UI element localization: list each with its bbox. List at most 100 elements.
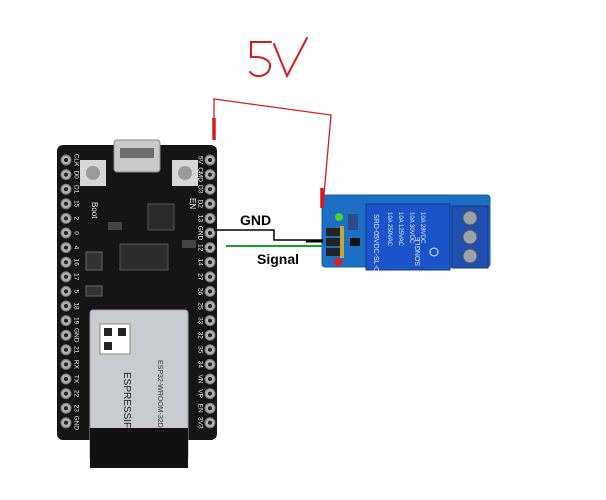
left-pin-label: GND <box>72 416 79 431</box>
usb-uart-chip <box>147 203 175 231</box>
left-pin-label: 2 <box>72 217 79 221</box>
left-pin-label: 22 <box>72 390 79 398</box>
left-pin-label: 17 <box>72 273 79 281</box>
right-pin <box>204 212 216 224</box>
right-pin <box>204 242 216 254</box>
right-pin <box>204 329 216 341</box>
relay-rating-text: 10A 250VAC <box>386 212 392 247</box>
left-pin <box>60 285 72 297</box>
left-pin-label: 5 <box>72 290 79 294</box>
right-pin-label: 27 <box>196 273 203 281</box>
en-button-label: EN <box>188 198 197 209</box>
right-pin <box>204 300 216 312</box>
left-pin-label: D1 <box>72 185 79 194</box>
left-pin-label: 4 <box>72 246 79 250</box>
boot-button-label: Boot <box>90 202 99 219</box>
boot-button <box>80 160 106 186</box>
label-gnd: GND <box>240 212 272 228</box>
right-pin-label: 14 <box>196 259 203 267</box>
left-pin <box>60 198 72 210</box>
relay-terminal-block <box>451 205 489 269</box>
right-pin <box>204 373 216 385</box>
regulator-chip <box>119 243 169 271</box>
right-pin-label: EN <box>196 404 203 413</box>
label-5v <box>249 37 308 79</box>
right-pin-label: 3V3 <box>196 417 203 429</box>
right-pin <box>204 417 216 429</box>
right-pin-label: D3 <box>196 185 203 194</box>
relay-module: SRD-05VDC-SL-C SONGLE 10A 250VAC 10A 125V… <box>321 194 491 272</box>
right-pin <box>204 285 216 297</box>
left-pin <box>60 212 72 224</box>
left-pin <box>60 183 72 195</box>
module-antenna <box>90 428 188 468</box>
left-pin-label: GND <box>72 328 79 343</box>
relay-rating-text: 10A 30VDC <box>408 212 414 244</box>
left-pin-label: 23 <box>72 405 79 413</box>
left-pin-label: 16 <box>72 259 79 267</box>
right-pin-label: 34 <box>196 361 203 369</box>
right-pin-label: VP <box>196 389 203 398</box>
relay-ratings: 10A 250VAC 10A 125VAC 10A 30VDC 10A 28VDC <box>386 212 425 247</box>
left-pin <box>60 300 72 312</box>
left-pin-label: TX <box>72 375 79 384</box>
right-pin-label: CMD <box>196 167 203 182</box>
right-pin-label: 32 <box>196 332 203 340</box>
left-pin <box>60 329 72 341</box>
right-pin-label: 13 <box>196 215 203 223</box>
left-pin <box>60 373 72 385</box>
right-pin-label: 33 <box>196 317 203 325</box>
wire-gnd <box>214 229 323 241</box>
esp32-board: Boot EN ESP32-WROOM-32D ESPRESSIF CLK D0D… <box>57 139 217 468</box>
relay-brand-text: SONGLE <box>415 236 422 266</box>
left-pin <box>60 271 72 283</box>
right-pin <box>204 256 216 268</box>
right-pin <box>204 344 216 356</box>
relay-led-red <box>334 258 342 266</box>
wire-5v <box>213 98 332 207</box>
left-pin <box>60 315 72 327</box>
right-pin-label: 5V <box>196 156 203 165</box>
right-pin <box>204 227 216 239</box>
left-pin-label: 15 <box>72 200 79 208</box>
left-pin <box>60 242 72 254</box>
left-pin <box>60 169 72 181</box>
relay-rating-text: 10A 125VAC <box>397 212 403 247</box>
right-pin <box>204 315 216 327</box>
module-brand-text: ESPRESSIF <box>121 372 132 428</box>
right-pin-label: 12 <box>196 244 203 252</box>
relay-header-pins <box>326 226 344 258</box>
relay-rating-text: 10A 28VDC <box>419 212 425 244</box>
left-pin <box>60 402 72 414</box>
right-pin-label: GND <box>196 226 203 241</box>
relay-led-green <box>335 213 343 221</box>
right-pin-label: 26 <box>196 288 203 296</box>
right-pin-label: D2 <box>196 200 203 209</box>
left-pin-label: 21 <box>72 346 79 354</box>
left-pin-label: 0 <box>72 231 79 235</box>
label-5v-text: 5V <box>0 0 2 1</box>
right-pin <box>204 169 216 181</box>
left-pin <box>60 256 72 268</box>
left-pin-label: 18 <box>72 302 79 310</box>
en-button <box>172 160 198 186</box>
right-pin <box>204 388 216 400</box>
right-pin <box>204 358 216 370</box>
relay-body <box>365 203 451 271</box>
relay-model-text: SRD-05VDC-SL-C <box>372 214 379 272</box>
label-signal: Signal <box>257 251 300 267</box>
left-pin-label: D0 <box>72 170 79 179</box>
right-pin-label: 25 <box>196 302 203 310</box>
right-pin-label: 35 <box>196 346 203 354</box>
left-pin <box>60 358 72 370</box>
module-model-text: ESP32-WROOM-32D <box>156 360 163 428</box>
right-pin <box>204 402 216 414</box>
left-pin-label: RX <box>72 360 79 370</box>
left-pin-label: 19 <box>72 317 79 325</box>
right-pin-label: VN <box>196 374 203 383</box>
right-pin <box>204 183 216 195</box>
left-pin-label: CLK <box>72 154 79 167</box>
left-pin <box>60 344 72 356</box>
